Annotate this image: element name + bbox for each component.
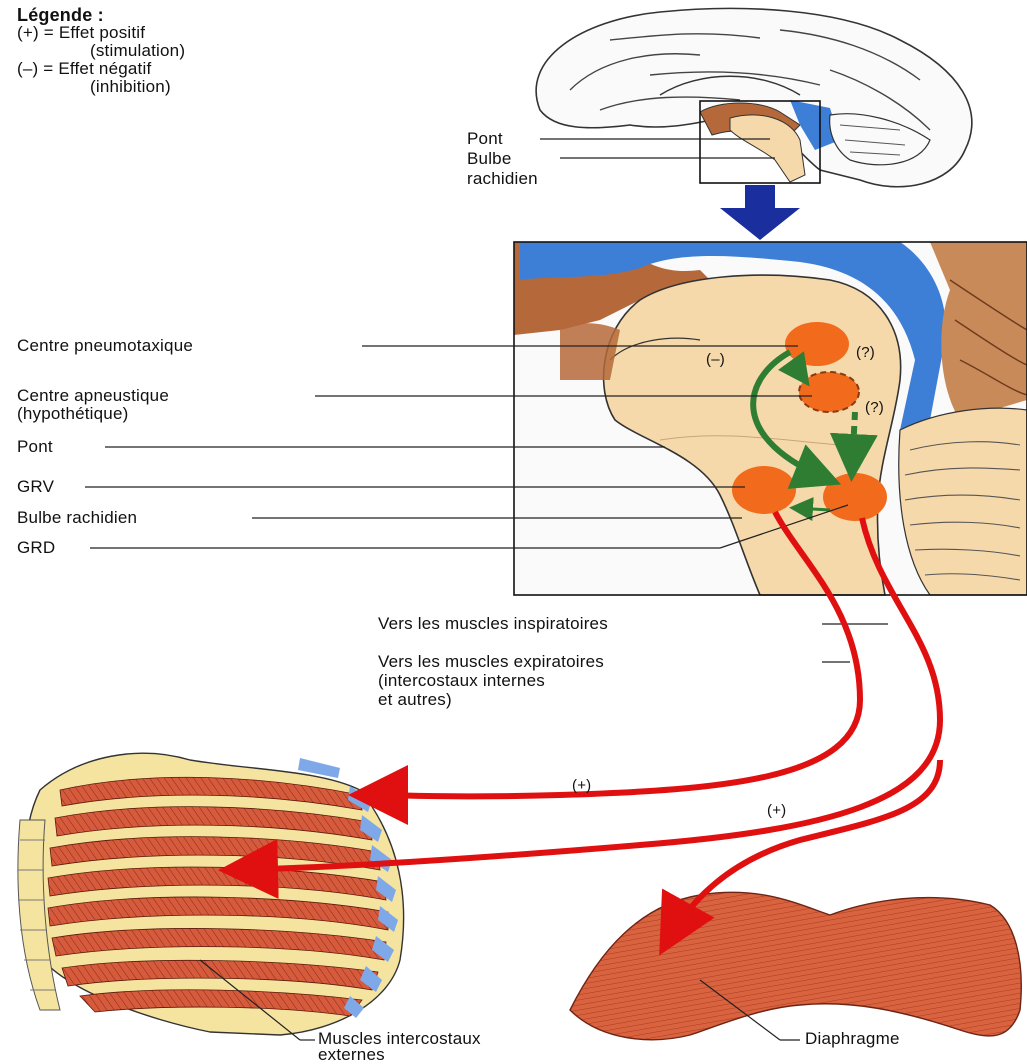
label-question-1: (?): [856, 345, 875, 361]
grd-node: [823, 473, 887, 521]
label-expiratoires-detail: (intercostaux internes: [378, 672, 545, 690]
label-expiratoires: Vers les muscles expiratoires: [378, 653, 604, 671]
brain-illustration: [536, 8, 972, 186]
label-inspiratoires: Vers les muscles inspiratoires: [378, 615, 608, 633]
label-minus: (–): [706, 352, 725, 368]
label-diaphragme: Diaphragme: [805, 1030, 900, 1048]
legend-negative: (–) = Effet négatif: [17, 60, 151, 78]
legend-positive-desc: (stimulation): [90, 42, 185, 60]
legend-positive: (+) = Effet positif: [17, 24, 145, 42]
label-hypothetique: (hypothétique): [17, 405, 128, 423]
label-bulbe-rachidien: Bulbe rachidien: [17, 509, 137, 527]
centre-pneumotaxique-node: [785, 322, 849, 366]
label-rachidien-brain: rachidien: [467, 170, 538, 188]
label-question-2: (?): [865, 400, 884, 416]
label-bulbe-brain: Bulbe: [467, 150, 511, 168]
label-grd: GRD: [17, 539, 55, 557]
label-plus-1: (+): [572, 778, 591, 794]
grv-node: [732, 466, 796, 514]
legend-negative-desc: (inhibition): [90, 78, 171, 96]
centre-apneustique-node: [799, 372, 859, 412]
zoom-arrow-icon: [720, 185, 800, 240]
brainstem-detail-panel: [514, 242, 1027, 595]
label-externes: externes: [318, 1046, 385, 1064]
label-centre-apneustique: Centre apneustique: [17, 387, 169, 405]
diaphragm-illustration: [570, 892, 1021, 1039]
label-plus-2: (+): [767, 803, 786, 819]
label-pont-detail: Pont: [17, 438, 53, 456]
label-pont-brain: Pont: [467, 130, 503, 148]
label-centre-pneumotaxique: Centre pneumotaxique: [17, 337, 193, 355]
label-expiratoires-autres: et autres): [378, 691, 452, 709]
rib-cage-illustration: [18, 753, 404, 1035]
label-grv: GRV: [17, 478, 54, 496]
